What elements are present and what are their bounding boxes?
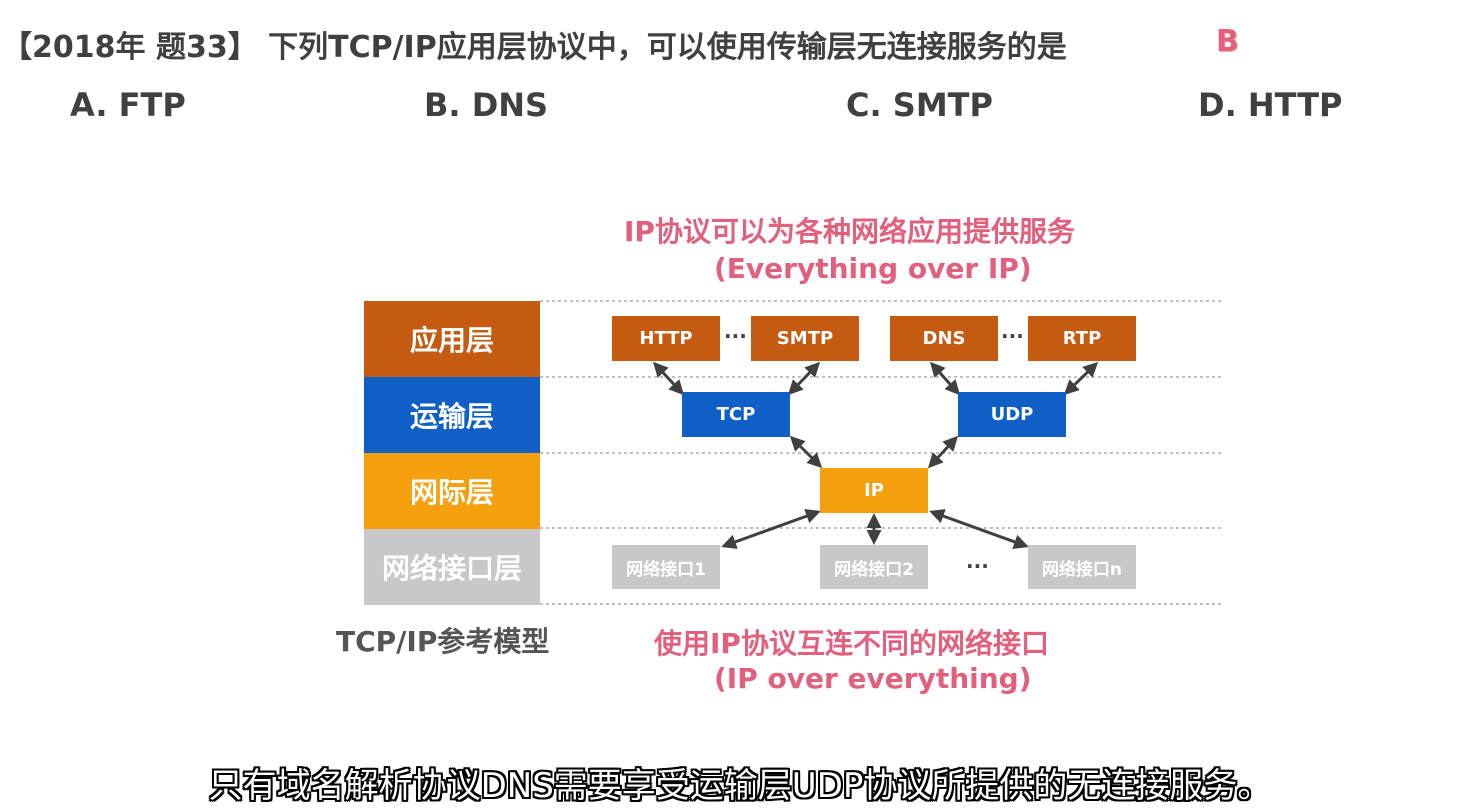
app-ellipsis-1: ··· [724,324,747,348]
box-udp: UDP [958,392,1066,437]
box-dns: DNS [890,316,998,361]
arrow-smtp-tcp [787,361,821,396]
arrow-udp-ip [927,435,959,469]
answer-mark: B [1216,24,1239,59]
arrow-ip-if1 [721,509,821,549]
top-caption-line2: (Everything over IP) [714,252,1032,285]
arrow-tcp-ip [789,435,823,469]
video-subtitle: 只有域名解析协议DNS需要享受运输层UDP协议所提供的无连接服务。 [208,766,1272,806]
bottom-caption-line2: (IP over everything) [714,662,1032,695]
box-interface-2: 网络接口2 [820,545,928,589]
top-caption-line1: IP协议可以为各种网络应用提供服务 [624,215,1075,248]
arrow-dns-udp [929,361,961,396]
box-rtp: RTP [1028,316,1136,361]
option-b: B. DNS [424,86,549,124]
option-c: C. SMTP [846,86,993,124]
app-ellipsis-2: ··· [1001,324,1024,348]
layer-network: 网际层 [364,453,540,529]
model-label: TCP/IP参考模型 [336,625,550,658]
arrow-ip-ifn [929,509,1029,549]
box-tcp: TCP [682,392,790,437]
question-text: 【2018年 题33】 下列TCP/IP应用层协议中，可以使用传输层无连接服务的… [2,30,1067,65]
bottom-caption-line1: 使用IP协议互连不同的网络接口 [654,627,1049,660]
layer-transport: 运输层 [364,377,540,453]
box-interface-n: 网络接口n [1028,545,1136,589]
arrow-rtp-udp [1063,361,1099,396]
box-ip: IP [820,468,928,513]
option-d: D. HTTP [1198,86,1343,124]
box-http: HTTP [612,316,720,361]
arrow-http-tcp [652,361,685,396]
interface-ellipsis: ··· [966,554,989,578]
box-smtp: SMTP [751,316,859,361]
layer-application: 应用层 [364,301,540,377]
layer-interface: 网络接口层 [364,529,540,605]
box-interface-1: 网络接口1 [612,545,720,589]
option-a: A. FTP [70,86,186,124]
